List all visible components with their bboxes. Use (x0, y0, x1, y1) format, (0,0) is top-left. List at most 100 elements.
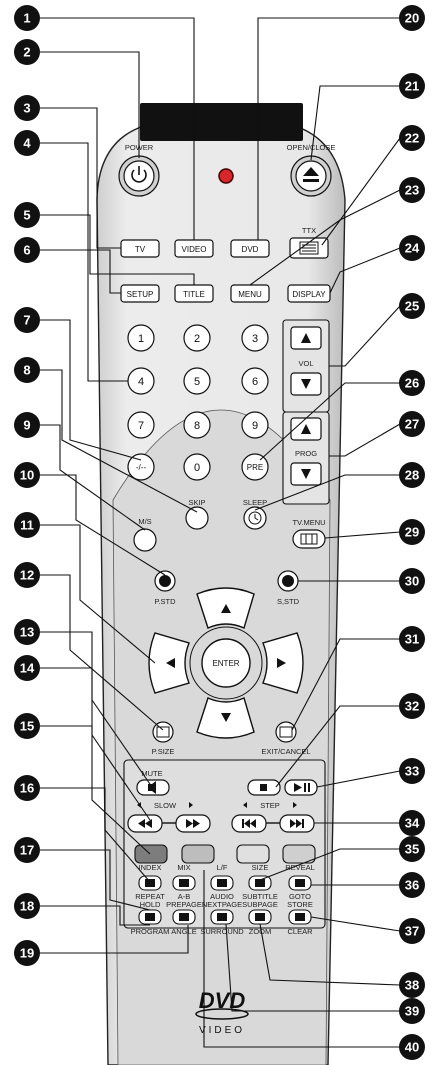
step-reverse-icon (243, 802, 247, 808)
p-std-button[interactable] (154, 570, 176, 592)
program-down-button[interactable] (290, 462, 322, 486)
leader-line-8 (40, 369, 198, 513)
dvd-button[interactable]: DVD (230, 239, 270, 258)
size-button[interactable] (248, 875, 272, 891)
number-button-0[interactable]: 0 (183, 453, 211, 481)
number-label: 8 (194, 420, 200, 432)
arrow-left-icon (166, 658, 175, 668)
callout-23: 23 (399, 177, 425, 203)
callout-number: 37 (405, 924, 419, 939)
s-std-button[interactable] (277, 570, 299, 592)
mix-button[interactable] (172, 875, 196, 891)
leader-line-18 (40, 905, 150, 926)
callout-number: 20 (405, 11, 419, 26)
clear-button[interactable] (288, 909, 312, 925)
leader-line-40 (203, 870, 400, 1048)
setup-button[interactable]: SETUP (120, 284, 160, 303)
callout-number: 26 (405, 376, 419, 391)
title-button[interactable]: TITLE (174, 284, 214, 303)
callout-number: 38 (405, 978, 419, 993)
power-button[interactable] (118, 155, 160, 197)
ms-label: M/S (138, 517, 151, 526)
callout-29: 29 (399, 519, 425, 545)
surround-button[interactable] (210, 909, 234, 925)
previous-button[interactable] (231, 814, 267, 833)
tv-button-label: TV (135, 245, 146, 254)
zoom-label: ZOOM (249, 927, 272, 936)
callout-number: 2 (23, 45, 30, 60)
callout-number: 27 (405, 417, 419, 432)
number-button-7[interactable]: 7 (127, 411, 155, 439)
number-label: 4 (138, 376, 144, 388)
leader-line-9 (40, 424, 146, 531)
callout-number: 8 (23, 363, 30, 378)
callout-number: 33 (405, 764, 419, 779)
callout-10: 10 (14, 462, 40, 488)
number-button-6[interactable]: 6 (241, 367, 269, 395)
program-up-button[interactable] (290, 417, 322, 441)
leader-line-20 (257, 17, 400, 240)
open-close-button[interactable] (290, 155, 332, 197)
mute-button[interactable] (136, 779, 170, 796)
callout-number: 24 (405, 241, 420, 256)
angle-button[interactable] (172, 909, 196, 925)
skip-button[interactable] (185, 506, 209, 530)
arrow-down-icon (301, 379, 311, 389)
number-label: 5 (194, 376, 200, 388)
enter-button[interactable]: ENTER (201, 638, 251, 688)
callout-number: 5 (23, 208, 30, 223)
tv-menu-button[interactable] (292, 529, 326, 549)
ttx-button[interactable] (289, 237, 329, 259)
ms-button[interactable] (133, 528, 157, 552)
menu-button[interactable]: MENU (230, 284, 270, 303)
volume-down-button[interactable] (290, 372, 322, 396)
sleep-button[interactable] (243, 506, 267, 530)
green-key[interactable] (181, 844, 215, 864)
callout-number: 11 (20, 518, 34, 533)
ttx-label: TTX (302, 226, 316, 235)
callout-5: 5 (14, 202, 40, 228)
number-button-5[interactable]: 5 (183, 367, 211, 395)
red-key[interactable] (134, 844, 168, 864)
index-label: INDEX (139, 863, 162, 872)
zoom-button[interactable] (248, 909, 272, 925)
next-button[interactable] (279, 814, 315, 833)
tv-button[interactable]: TV (120, 239, 160, 258)
reveal-button[interactable] (288, 875, 312, 891)
number-button-3[interactable]: 3 (241, 324, 269, 352)
number-button-9[interactable]: 9 (241, 411, 269, 439)
stop-button[interactable] (247, 779, 281, 796)
leader-line-11 (40, 524, 156, 664)
p-size-button[interactable] (152, 721, 174, 743)
number-button-8[interactable]: 8 (183, 411, 211, 439)
pre-button[interactable]: PRE (241, 453, 269, 481)
arrow-down-icon (221, 713, 231, 722)
number-button-1[interactable]: 1 (127, 324, 155, 352)
rewind-button[interactable] (127, 814, 163, 833)
video-button[interactable]: VIDEO (174, 239, 214, 258)
eject-icon (303, 167, 319, 176)
lr-button[interactable] (210, 875, 234, 891)
program-button[interactable] (138, 909, 162, 925)
mix-label: MIX (177, 863, 190, 872)
callout-35: 35 (399, 836, 425, 862)
callout-number: 23 (405, 183, 419, 198)
play-pause-button[interactable] (284, 779, 318, 796)
blue-key[interactable] (282, 844, 316, 864)
leader-line-2 (40, 51, 140, 158)
volume-up-button[interactable] (290, 326, 322, 350)
exit-cancel-button[interactable] (275, 721, 297, 743)
callout-19: 19 (14, 940, 40, 966)
index-button[interactable] (138, 875, 162, 891)
yellow-key[interactable] (236, 844, 270, 864)
callout-number: 34 (405, 816, 420, 831)
leader-line-16 (40, 787, 151, 883)
number-button-4[interactable]: 4 (127, 367, 155, 395)
number-button-2[interactable]: 2 (183, 324, 211, 352)
fast-forward-button[interactable] (175, 814, 211, 833)
dash-button[interactable]: -/-- (127, 453, 155, 481)
callout-13: 13 (14, 619, 40, 645)
display-button[interactable]: DISPLAY (287, 284, 331, 303)
program-control: PROG (282, 411, 330, 505)
